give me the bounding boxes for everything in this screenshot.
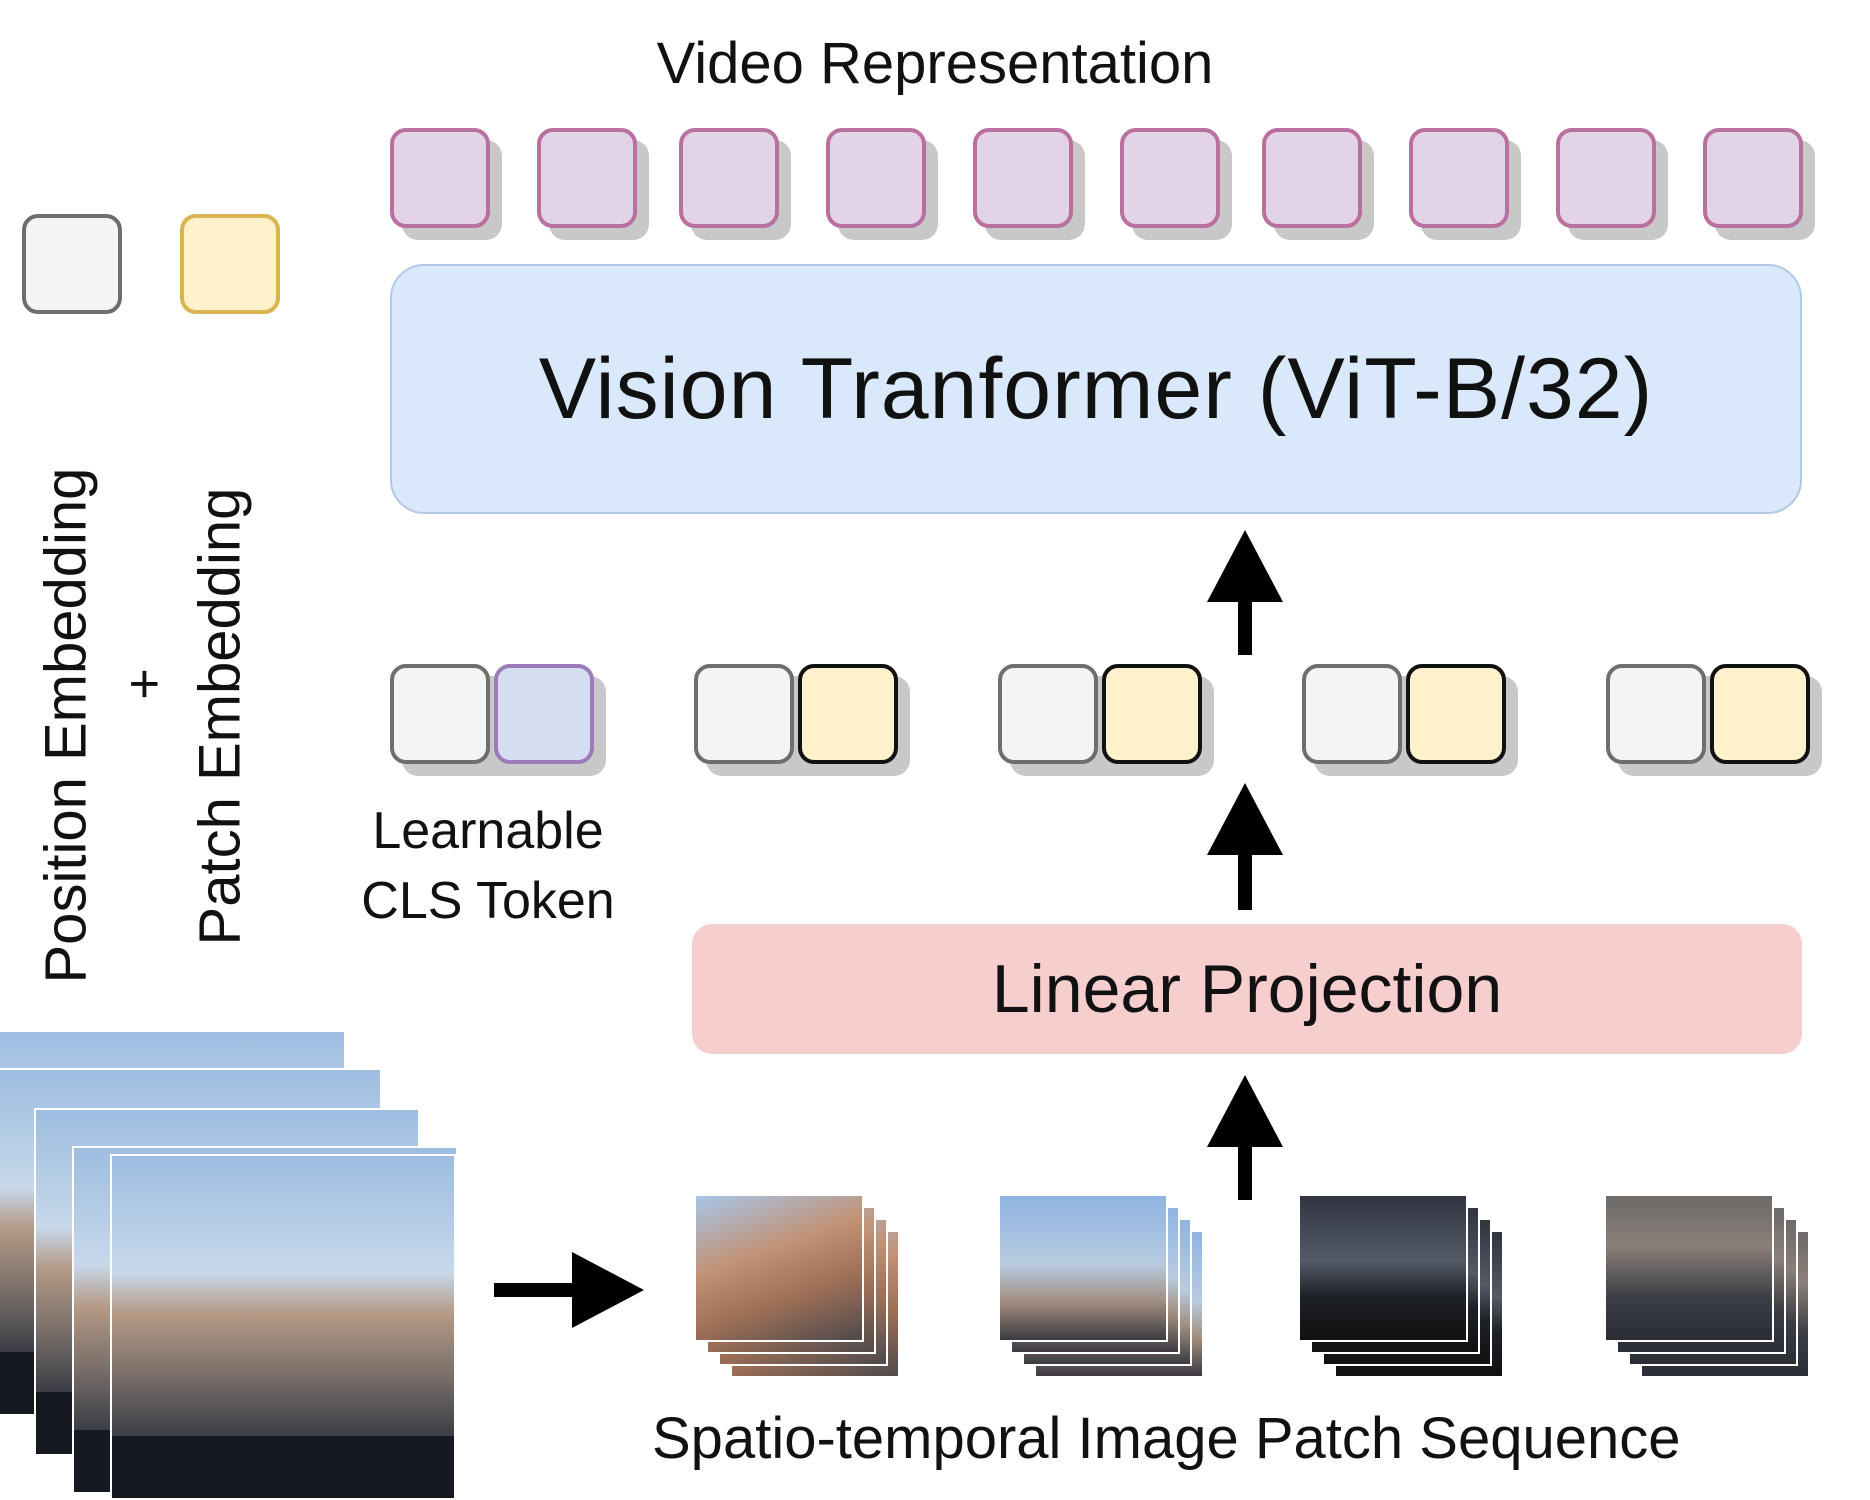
arrow-to-linear: [1207, 1075, 1283, 1200]
arrow-to-patches: [494, 1252, 644, 1328]
output-token: [973, 128, 1073, 228]
cls-token: [494, 664, 594, 764]
legend-position-embedding-swatch: [22, 214, 122, 314]
image-patch: [694, 1194, 864, 1342]
output-token: [1703, 128, 1803, 228]
video-frame: [110, 1154, 456, 1500]
patch-embedding-token: [1102, 664, 1202, 764]
patch-embedding-token: [798, 664, 898, 764]
arrow-to-tokens: [1207, 783, 1283, 910]
patch-embedding-token: [1406, 664, 1506, 764]
arrow-to-vit: [1207, 530, 1283, 655]
image-patch: [1298, 1194, 1468, 1342]
position-embedding-token: [694, 664, 794, 764]
linear-projection-block: Linear Projection: [692, 924, 1802, 1054]
output-token: [679, 128, 779, 228]
position-embedding-token: [1302, 664, 1402, 764]
output-token: [537, 128, 637, 228]
output-token: [1120, 128, 1220, 228]
output-token: [1262, 128, 1362, 228]
patch-embedding-token: [1710, 664, 1810, 764]
output-token: [826, 128, 926, 228]
image-patch: [1604, 1194, 1774, 1342]
output-token: [390, 128, 490, 228]
vision-transformer-block: Vision Tranformer (ViT-B/32): [390, 264, 1802, 514]
cls-label-line1: Learnable: [372, 802, 604, 860]
cls-label-line2: CLS Token: [361, 872, 615, 930]
vision-transformer-label: Vision Tranformer (ViT-B/32): [538, 340, 1654, 437]
linear-projection-label: Linear Projection: [991, 951, 1503, 1027]
cls-token-label: Learnable CLS Token: [340, 796, 636, 936]
output-token: [1556, 128, 1656, 228]
output-token: [1409, 128, 1509, 228]
position-embedding-token: [390, 664, 490, 764]
position-embedding-token: [998, 664, 1098, 764]
sequence-label: Spatio-temporal Image Patch Sequence: [652, 1406, 1681, 1471]
legend-patch-embedding-swatch: [180, 214, 280, 314]
video-representation-title: Video Representation: [656, 31, 1214, 96]
position-embedding-token: [1606, 664, 1706, 764]
image-patch: [998, 1194, 1168, 1342]
